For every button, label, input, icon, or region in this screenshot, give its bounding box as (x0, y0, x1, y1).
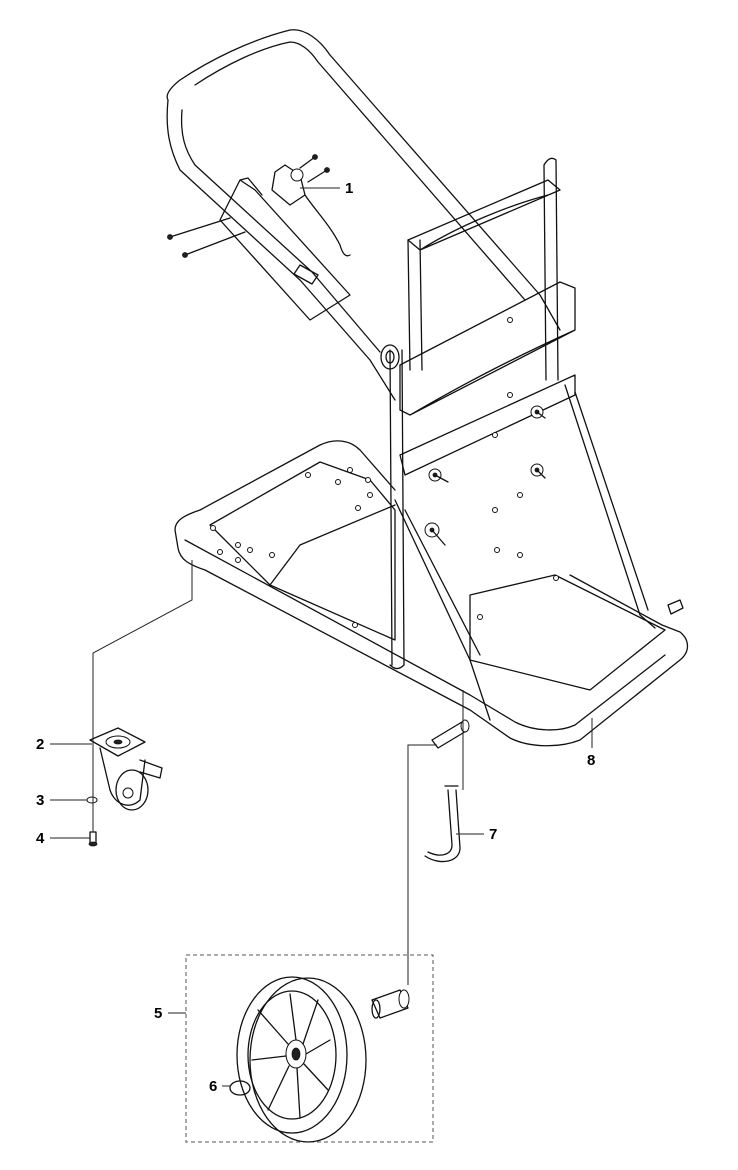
callout-label-1: 1 (345, 180, 353, 197)
upright-rail-mid (407, 239, 423, 371)
handle-bracket-assembly (167, 154, 351, 321)
mounting-eye (380, 344, 400, 370)
side-strut-left (394, 499, 491, 721)
upright-rail-left (389, 349, 405, 670)
washer (86, 796, 98, 804)
caster-assembly-line (92, 560, 193, 832)
callout-label-2: 2 (36, 736, 44, 753)
callout-label-3: 3 (36, 792, 44, 809)
trolley-frame (166, 29, 689, 747)
hub-cap (229, 1080, 251, 1096)
mid-bracket-lower (399, 374, 576, 476)
swivel-caster (89, 727, 163, 811)
callout-label-8: 8 (587, 752, 595, 769)
callout-6: 6 (209, 1078, 231, 1095)
base-holes (210, 317, 559, 628)
mid-bracket-upper (399, 281, 576, 416)
axle-pin (424, 785, 461, 863)
callout-3: 3 (36, 792, 87, 809)
callout-5: 5 (154, 1005, 186, 1022)
callout-7: 7 (456, 826, 497, 843)
frame-stub (667, 599, 684, 615)
bolt (88, 831, 98, 847)
side-strut-right (564, 384, 656, 629)
base-frame-tube (174, 440, 689, 747)
callout-label-6: 6 (209, 1078, 217, 1095)
base-platform (209, 461, 666, 691)
callout-label-7: 7 (489, 826, 497, 843)
mounting-studs (424, 405, 546, 546)
callout-2: 2 (36, 736, 92, 753)
callout-4: 4 (36, 830, 90, 847)
callout-1: 1 (300, 180, 353, 197)
handle-loop (166, 29, 561, 401)
wheel (236, 976, 367, 1143)
wheel-spokes (251, 993, 331, 1119)
callout-label-4: 4 (36, 830, 45, 847)
mounting-eye-hole (385, 350, 395, 364)
callout-8: 8 (587, 718, 595, 769)
callout-label-5: 5 (154, 1005, 162, 1022)
wheel-line (407, 744, 437, 985)
top-crossbar (407, 179, 561, 251)
wheel-hub-sleeve (371, 989, 410, 1019)
